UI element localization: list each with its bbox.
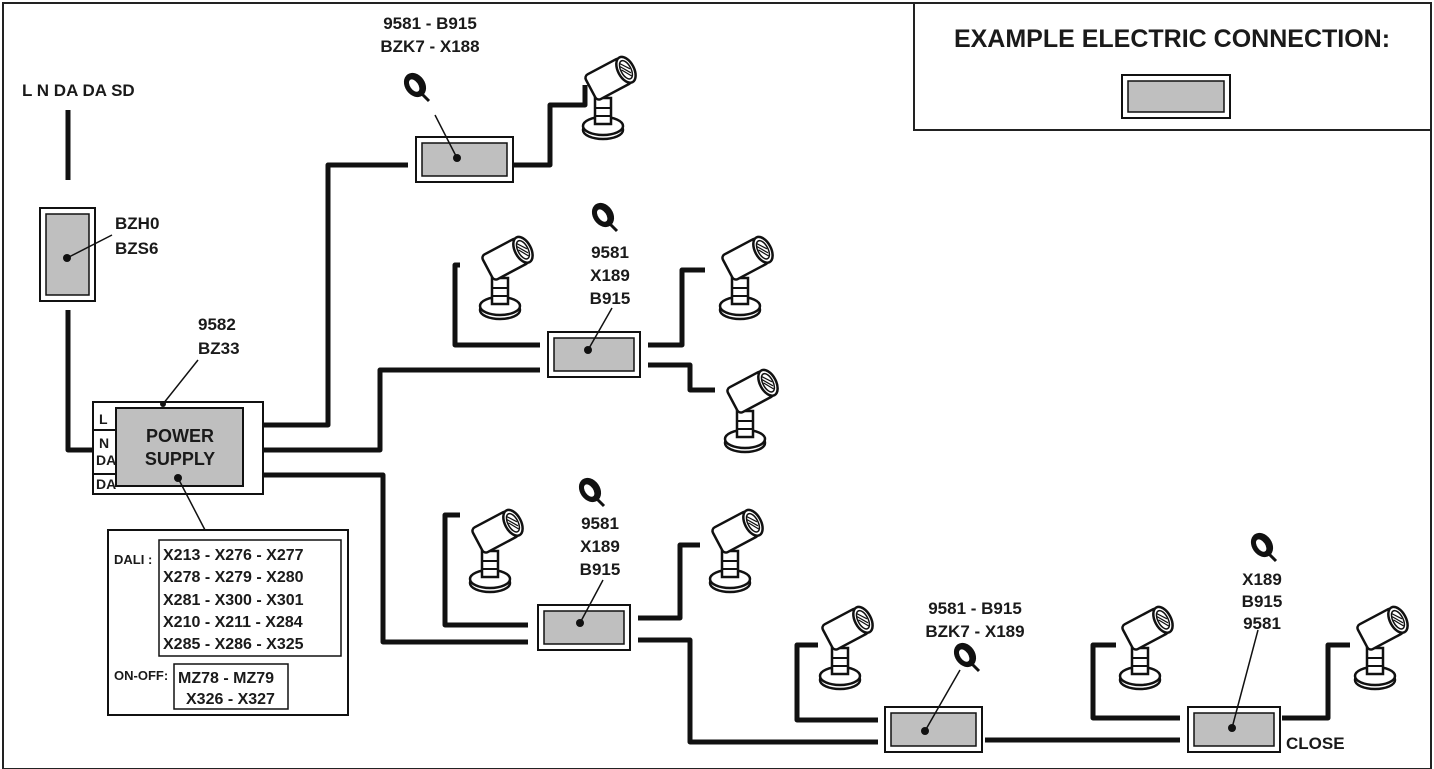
sensor-icon	[585, 197, 621, 233]
junction-2-label: 9581	[591, 243, 629, 262]
junction-3-label: B915	[580, 560, 621, 579]
sensor-icon	[572, 472, 608, 508]
junction-4-label: 9581 - B915	[928, 599, 1022, 618]
junction-box-5	[1187, 629, 1281, 753]
terminal-da2: DA	[96, 476, 116, 492]
junction-box-3	[537, 579, 631, 651]
power-supply-code-2: BZ33	[198, 339, 240, 358]
spotlight-icon	[718, 232, 778, 321]
dali-label: DALI :	[114, 552, 152, 567]
junction-5-label: X189	[1242, 570, 1282, 589]
power-supply	[92, 359, 264, 531]
dali-row: X285 - X286 - X325	[163, 636, 304, 653]
dali-row: X210 - X211 - X284	[163, 614, 303, 631]
onoff-row: X326 - X327	[186, 691, 275, 708]
sensor-icon	[397, 67, 433, 103]
page-title: EXAMPLE ELECTRIC CONNECTION:	[954, 25, 1390, 53]
spotlight-icon	[1118, 602, 1178, 691]
power-supply-code-1: 9582	[198, 315, 236, 334]
spotlight-icon	[581, 52, 641, 141]
dali-row: X213 - X276 - X277	[163, 547, 304, 564]
spotlight-icon	[468, 505, 528, 594]
junction-3-label: 9581	[581, 514, 619, 533]
switch-label-1: BZH0	[115, 214, 159, 233]
junction-5-label: 9581	[1243, 614, 1281, 633]
spotlight-icon	[818, 602, 878, 691]
power-supply-name-2: SUPPLY	[145, 449, 215, 469]
title-box: EXAMPLE ELECTRIC CONNECTION:	[913, 2, 1432, 131]
terminal-da1: DA	[96, 452, 116, 468]
cables	[65, 85, 1350, 745]
compatibility-box	[107, 529, 349, 716]
junction-1-label: 9581 - B915	[383, 14, 477, 33]
junction-1-label: BZK7 - X188	[380, 37, 479, 56]
terminal-n: N	[99, 435, 109, 451]
spotlight-icon	[478, 232, 538, 321]
supply-line-label: L N DA DA SD	[22, 81, 135, 100]
onoff-row: MZ78 - MZ79	[178, 670, 274, 687]
power-supply-name-1: POWER	[146, 426, 214, 446]
close-label: CLOSE	[1286, 734, 1345, 753]
junction-3-label: X189	[580, 537, 620, 556]
switch-label-2: BZS6	[115, 239, 158, 258]
dali-row: X281 - X300 - X301	[163, 592, 304, 609]
junction-5-label: B915	[1242, 592, 1283, 611]
main-switch	[39, 207, 113, 302]
junction-2-label: B915	[590, 289, 631, 308]
sensor-icon	[1244, 527, 1280, 563]
junction-box-2	[547, 307, 641, 378]
junction-2-label: X189	[590, 266, 630, 285]
dali-row: X278 - X279 - X280	[163, 569, 304, 586]
junction-box-4	[884, 669, 983, 753]
onoff-label: ON-OFF:	[114, 668, 168, 683]
spotlight-icon	[723, 365, 783, 454]
terminal-l: L	[99, 411, 108, 427]
sensor-icon	[947, 637, 983, 673]
spotlight-icon	[708, 505, 768, 594]
junction-4-label: BZK7 - X189	[925, 622, 1024, 641]
junction-box-1	[415, 114, 514, 183]
spotlight-icon	[1353, 602, 1413, 691]
